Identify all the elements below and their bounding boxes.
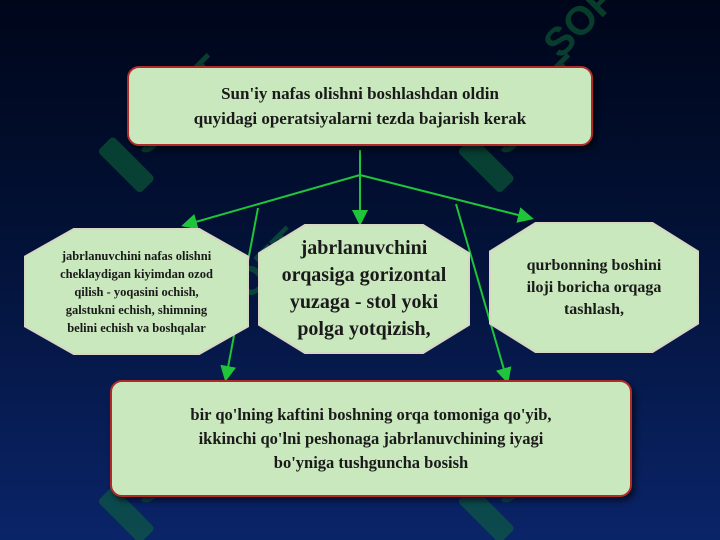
- left-box-line: qilish - yoqasini ochish,: [74, 284, 199, 299]
- bottom-box: bir qo'lning kaftini boshning orqa tomon…: [110, 380, 632, 497]
- middle-box-line: yuzaga - stol yoki: [289, 291, 439, 313]
- left-octagon-fill: jabrlanuvchini nafas olishni cheklaydiga…: [26, 230, 247, 353]
- left-octagon-box: jabrlanuvchini nafas olishni cheklaydiga…: [24, 228, 249, 355]
- top-box-text: Sun'iy nafas olishni boshlashdan oldin q…: [194, 81, 526, 131]
- middle-box-line: orqasiga gorizontal: [281, 264, 447, 286]
- bottom-box-line: bo'yniga tushguncha bosish: [273, 452, 469, 472]
- top-box: Sun'iy nafas olishni boshlashdan oldin q…: [127, 66, 593, 146]
- right-box-line: qurbonning boshini: [526, 256, 662, 274]
- left-box-line: jabrlanuvchini nafas olishni: [61, 248, 212, 263]
- right-octagon-box: qurbonning boshini iloji boricha orqaga …: [489, 222, 699, 353]
- bottom-box-line: ikkinchi qo'lni peshonaga jabrlanuvchini…: [198, 428, 544, 448]
- top-box-line: quyidagi operatsiyalarni tezda bajarish …: [193, 109, 527, 128]
- left-box-line: belini echish va boshqalar: [67, 320, 206, 335]
- bottom-box-text: bir qo'lning kaftini boshning orqa tomon…: [190, 403, 551, 475]
- connector-to-right-box: [359, 174, 534, 223]
- middle-box-line: jabrlanuvchini: [300, 237, 428, 259]
- left-box-text: jabrlanuvchini nafas olishni cheklaydiga…: [60, 247, 213, 337]
- connector-to-left-box: [181, 174, 361, 230]
- middle-octagon-box: jabrlanuvchini orqasiga gorizontal yuzag…: [258, 224, 470, 354]
- right-box-line: tashlash,: [563, 300, 624, 318]
- right-octagon-fill: qurbonning boshini iloji boricha orqaga …: [491, 224, 697, 351]
- connector-to-bottom-right: [455, 203, 512, 384]
- left-box-line: cheklaydigan kiyimdan ozod: [60, 266, 213, 281]
- middle-box-line: polga yotqizish,: [297, 318, 431, 340]
- bottom-box-line: bir qo'lning kaftini boshning orqa tomon…: [190, 404, 552, 424]
- top-box-line: Sun'iy nafas olishni boshlashdan oldin: [221, 84, 499, 103]
- right-box-text: qurbonning boshini iloji boricha orqaga …: [527, 255, 662, 321]
- middle-octagon-fill: jabrlanuvchini orqasiga gorizontal yuzag…: [260, 226, 468, 352]
- middle-box-text: jabrlanuvchini orqasiga gorizontal yuzag…: [282, 235, 447, 343]
- right-box-line: iloji boricha orqaga: [526, 278, 662, 296]
- left-box-line: galstukni echish, shimning: [65, 302, 208, 317]
